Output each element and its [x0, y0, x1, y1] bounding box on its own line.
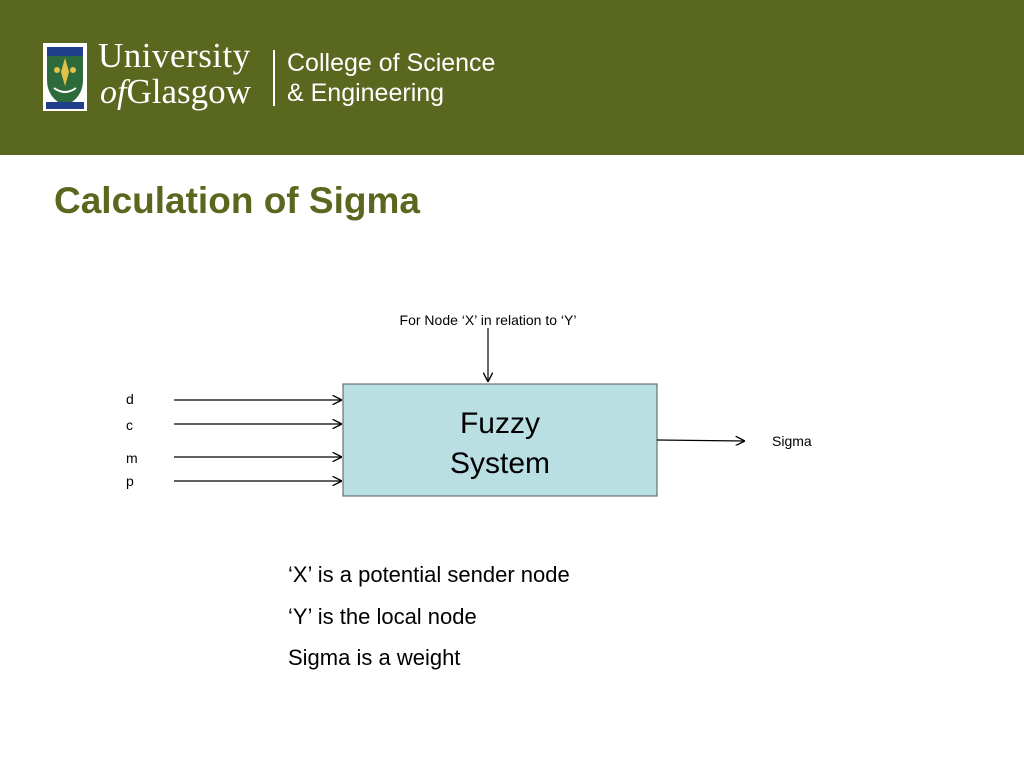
university-crest-icon	[43, 43, 87, 111]
note-y-definition: ‘Y’ is the local node	[288, 603, 477, 629]
note-x-definition: ‘X’ is a potential sender node	[288, 562, 570, 587]
header-banner: University ofGlasgow College of Science …	[0, 0, 1024, 155]
box-label-line-2: System	[450, 447, 550, 480]
notes-list: ‘X’ is a potential sender node ‘Y’ is th…	[288, 560, 570, 685]
output-arrow	[656, 440, 744, 441]
output-label: Sigma	[772, 433, 812, 449]
input-label-m: m	[126, 450, 138, 466]
university-wordmark: University ofGlasgow	[98, 38, 251, 111]
wordmark-glasgow-text: Glasgow	[126, 72, 251, 111]
college-name: College of Science & Engineering	[287, 48, 495, 108]
wordmark-university: University	[98, 36, 251, 75]
wordmark-glasgow: ofGlasgow	[100, 74, 251, 111]
college-line-2: & Engineering	[287, 79, 445, 107]
note-sigma-definition: Sigma is a weight	[288, 645, 461, 670]
slide-title: Calculation of Sigma	[54, 180, 420, 221]
college-line-1: College of Science	[287, 49, 496, 77]
header-divider	[273, 50, 275, 106]
input-label-d: d	[126, 391, 134, 407]
input-label-c: c	[126, 417, 133, 433]
top-input-label: For Node ‘X’ in relation to ‘Y’	[400, 312, 577, 328]
input-label-p: p	[126, 473, 134, 489]
wordmark-of: of	[100, 74, 127, 111]
box-label-line-1: Fuzzy	[460, 407, 540, 440]
